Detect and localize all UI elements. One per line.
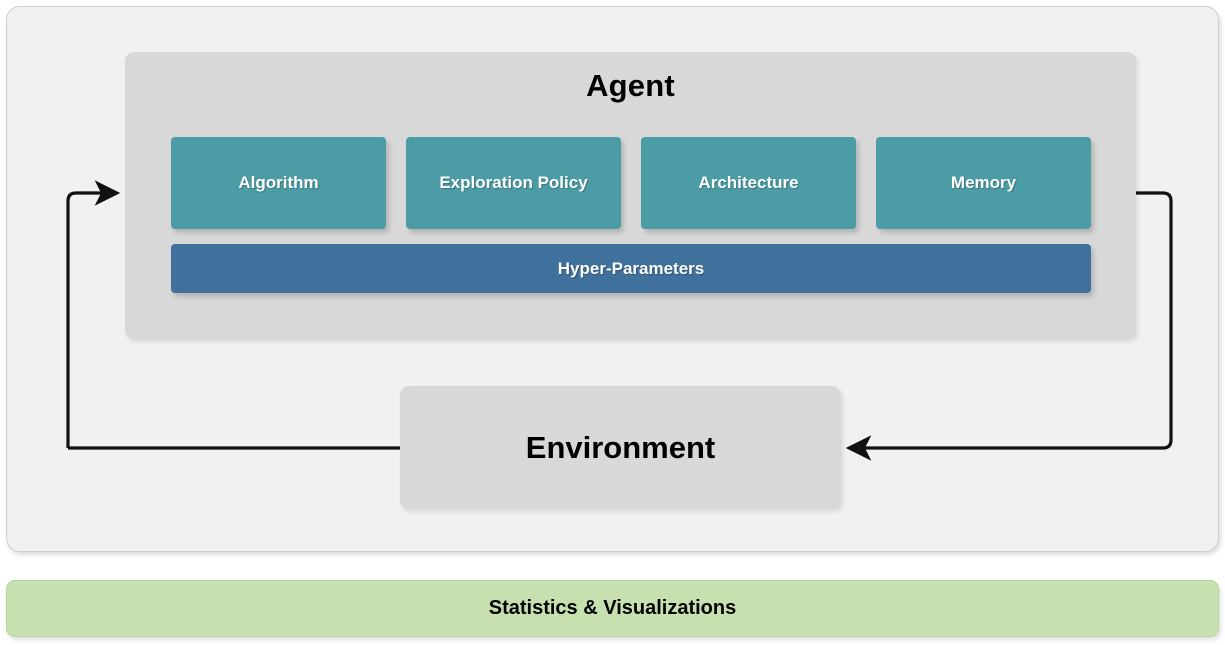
environment-container[interactable]: Environment xyxy=(400,386,841,509)
statistics-visualizations-bar[interactable]: Statistics & Visualizations xyxy=(6,580,1219,637)
agent-container: Agent Algorithm Exploration Policy Archi… xyxy=(125,52,1136,339)
agent-component-label: Algorithm xyxy=(238,173,319,192)
agent-title: Agent xyxy=(586,68,675,103)
agent-components-row: Algorithm Exploration Policy Architectur… xyxy=(171,137,1091,229)
environment-label: Environment xyxy=(525,429,716,465)
agent-component-label: Memory xyxy=(950,173,1017,192)
hyper-parameters-label: Hyper-Parameters xyxy=(557,258,705,278)
hyper-parameters-bar[interactable]: Hyper-Parameters xyxy=(171,244,1091,293)
agent-component-label: Architecture xyxy=(698,173,799,192)
agent-component-algorithm[interactable]: Algorithm xyxy=(171,137,386,229)
agent-component-architecture[interactable]: Architecture xyxy=(641,137,856,229)
statistics-visualizations-label: Statistics & Visualizations xyxy=(488,597,737,619)
agent-component-memory[interactable]: Memory xyxy=(876,137,1091,229)
agent-component-exploration-policy[interactable]: Exploration Policy xyxy=(406,137,621,229)
agent-component-label: Exploration Policy xyxy=(439,173,588,192)
